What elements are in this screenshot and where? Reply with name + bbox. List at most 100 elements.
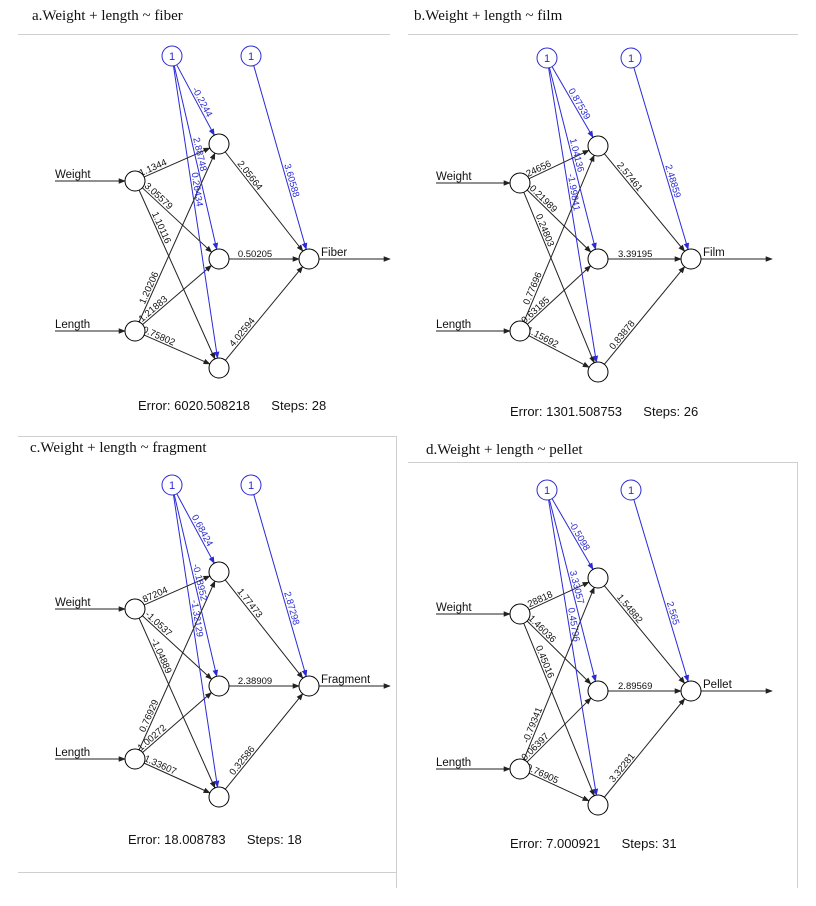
output-node [680, 680, 702, 702]
bias-hidden-weight-label: -0.18952 [190, 563, 209, 602]
input-node [509, 603, 531, 625]
panel-title: d.Weight + length ~ pellet [426, 442, 583, 458]
input-hidden-weight-label: -1.0537 [143, 609, 174, 639]
error-label: Error: [510, 404, 543, 419]
bias-hidden-weight-label: -1.32129 [188, 599, 204, 638]
bias-node [161, 45, 183, 67]
hidden-node [587, 680, 609, 702]
hidden-node [208, 786, 230, 808]
output-label: Fiber [321, 247, 347, 259]
bias-output-edge [253, 65, 308, 251]
input-hidden-edge [523, 586, 595, 760]
divider [408, 462, 798, 463]
bias-node [620, 479, 642, 501]
input-hidden-weight-label: -1.33607 [139, 752, 178, 777]
input-hidden-weight-label: 1.10116 [149, 210, 173, 245]
steps-label: Steps: [246, 832, 284, 847]
hidden-output-weight-label: 2.89569 [618, 681, 652, 692]
panel-title: b.Weight + length ~ film [414, 8, 563, 24]
bias-hidden-weight-label: 3.33057 [567, 569, 586, 605]
input-hidden-edge [138, 152, 216, 323]
steps-label: Steps: [643, 404, 681, 419]
bias-node [240, 45, 262, 67]
hidden-output-edge [603, 698, 686, 798]
hidden-node [587, 135, 609, 157]
hidden-output-edge [603, 153, 686, 252]
hidden-output-edge [603, 266, 686, 365]
input-hidden-edge [528, 581, 590, 611]
network-diagram: -1.288181.460360.45016-0.793410.063970.7… [436, 479, 773, 816]
bias-node-label: 1 [248, 480, 254, 492]
bias-output-weight-label: 3.60588 [281, 163, 301, 199]
hidden-output-weight-label: 3.39195 [618, 249, 652, 260]
hidden-output-weight-label: 4.02594 [227, 316, 257, 349]
input-hidden-edge [523, 623, 595, 797]
input-node [509, 758, 531, 780]
hidden-output-weight-label: 1.54882 [614, 592, 644, 626]
input-label: Length [55, 319, 90, 331]
input-hidden-edge [527, 265, 592, 325]
bias-output-edge [633, 499, 690, 683]
bias-hidden-edge [548, 499, 599, 796]
hidden-output-weight-label: 0.83878 [607, 318, 637, 352]
input-hidden-edge [523, 192, 595, 364]
bias-node [536, 47, 558, 69]
bias-hidden-edge [172, 494, 220, 788]
bias-hidden-edge [548, 67, 599, 363]
bias-node [620, 47, 642, 69]
output-label: Pellet [703, 679, 733, 691]
steps-value: 31 [662, 836, 677, 851]
input-hidden-weight-label: 0.45016 [533, 644, 556, 680]
bias-hidden-edge [548, 67, 597, 250]
training-summary: Error: 7.000921 Steps: 31 [510, 836, 677, 851]
bias-hidden-weight-label: 0.87539 [566, 87, 593, 122]
bias-output-edge [253, 494, 308, 678]
panel-title: c.Weight + length ~ fragment [30, 440, 207, 456]
divider [797, 462, 798, 888]
input-hidden-edge [143, 575, 211, 606]
input-label: Weight [55, 169, 91, 181]
hidden-node [587, 361, 609, 383]
input-hidden-edge [142, 692, 212, 753]
steps-label: Steps: [621, 836, 659, 851]
error-label: Error: [510, 836, 543, 851]
input-node [124, 320, 146, 342]
hidden-output-weight-label: 2.38909 [238, 676, 272, 687]
panel-title: a.Weight + length ~ fiber [32, 8, 183, 24]
bias-output-weight-label: 2.48859 [662, 163, 682, 199]
hidden-node [208, 675, 230, 697]
error-value: 6020.508218 [174, 398, 251, 413]
error-value: 1301.508753 [546, 404, 623, 419]
output-node [298, 675, 320, 697]
input-hidden-edge [143, 762, 211, 794]
input-hidden-edge [142, 265, 212, 325]
input-label: Length [55, 747, 90, 759]
input-hidden-weight-label: 0.24803 [533, 212, 556, 248]
bias-hidden-weight-label: 0.26434 [189, 172, 205, 208]
bias-hidden-weight-label: -1.99841 [565, 173, 582, 212]
bias-output-weight-label: 2.565 [664, 600, 681, 626]
output-label: Fragment [321, 674, 371, 686]
error-label: Error: [128, 832, 161, 847]
bias-output-weight-label: 2.87298 [281, 590, 301, 626]
hidden-output-weight-label: 2.05664 [235, 159, 265, 193]
input-hidden-edge [528, 149, 590, 180]
bias-node-label: 1 [248, 51, 254, 63]
input-hidden-edge [526, 697, 592, 763]
hidden-output-edge [224, 266, 304, 361]
bias-hidden-weight-label: -0.5098 [566, 519, 592, 552]
hidden-node [587, 567, 609, 589]
bias-hidden-weight-label: 2.88748 [190, 136, 208, 172]
divider [408, 34, 798, 35]
error-value: 7.000921 [546, 836, 601, 851]
divider [396, 436, 397, 888]
training-summary: Error: 6020.508218 Steps: 28 [138, 398, 326, 413]
bias-node-label: 1 [544, 485, 550, 497]
input-label: Weight [55, 597, 91, 609]
bias-hidden-edge [176, 493, 215, 564]
bias-hidden-edge [172, 65, 220, 359]
input-hidden-edge [526, 620, 592, 685]
steps-label: Steps: [271, 398, 309, 413]
bias-hidden-weight-label: 0.68424 [189, 513, 215, 548]
hidden-output-weight-label: 0.32586 [227, 744, 257, 778]
